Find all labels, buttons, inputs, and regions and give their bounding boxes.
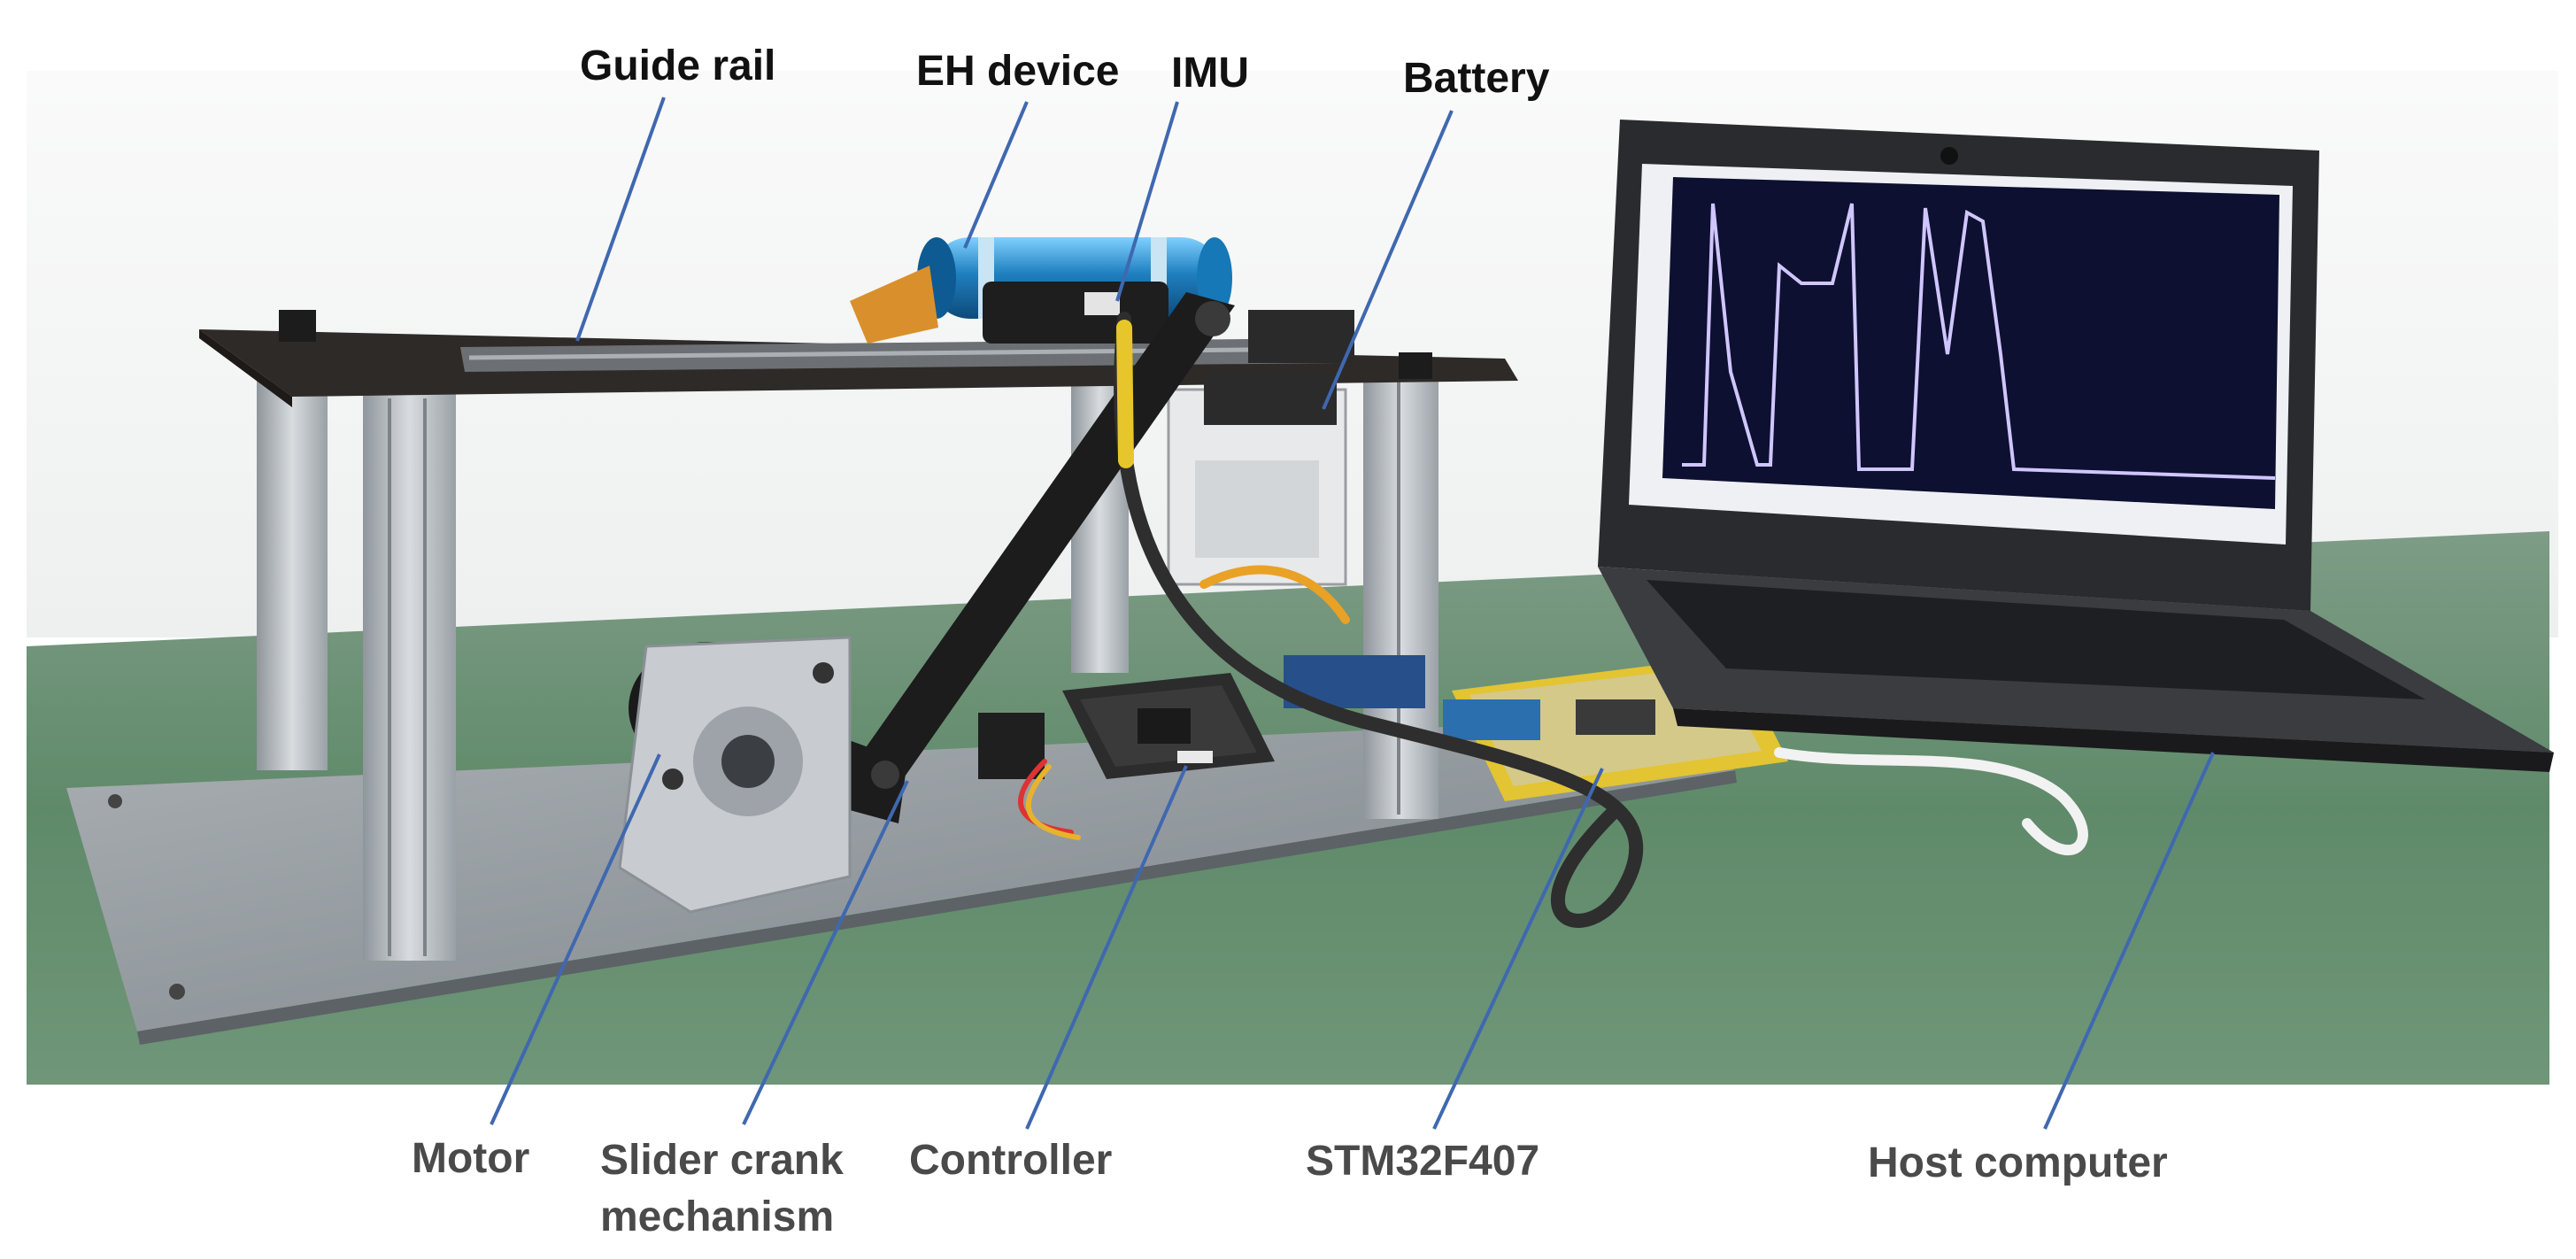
frame-post (1363, 372, 1438, 819)
label-slider-crank-line1: Slider crank (600, 1137, 844, 1184)
leader-line-host-computer (2043, 752, 2215, 1130)
base-plate (66, 717, 1737, 1045)
battery-enclosure (1167, 372, 1347, 586)
imu-sensor (983, 282, 1168, 344)
label-eh-device: EH device (916, 48, 1120, 95)
label-controller: Controller (909, 1137, 1113, 1184)
label-host-computer: Host computer (1868, 1139, 2168, 1186)
screen-waveform (1682, 203, 2276, 480)
frame-post (257, 381, 328, 770)
leader-line-battery (1322, 110, 1454, 410)
leader-line-stm32 (1432, 768, 1604, 1130)
leader-line-controller (1025, 765, 1188, 1130)
leader-line-guide-rail (575, 97, 666, 342)
leader-line-motor (490, 753, 661, 1125)
leader-line-slider-crank (742, 780, 909, 1125)
frame-post (363, 390, 456, 961)
motor (618, 636, 852, 914)
aluminum-frame (257, 372, 1438, 961)
label-guide-rail: Guide rail (580, 42, 776, 89)
label-imu: IMU (1171, 50, 1249, 97)
controller-board (978, 673, 1275, 779)
laptop (1598, 120, 2554, 772)
leader-line-imu (1115, 101, 1179, 302)
leader-line-eh-device (963, 101, 1029, 249)
label-slider-crank-line2: mechanism (600, 1193, 835, 1240)
cables (1018, 312, 2088, 928)
label-stm32: STM32F407 (1306, 1138, 1540, 1185)
label-motor: Motor (412, 1135, 530, 1182)
leader-lines (490, 97, 2215, 1130)
label-battery: Battery (1403, 55, 1550, 102)
